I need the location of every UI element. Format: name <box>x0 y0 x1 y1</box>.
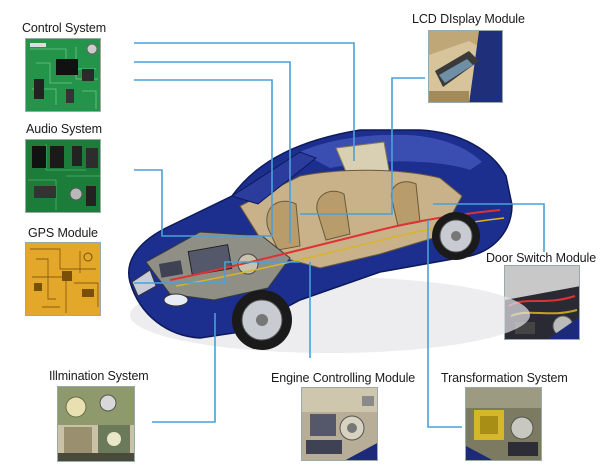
label-gps-module: GPS Module <box>28 226 98 240</box>
illumination-system-image <box>57 386 135 462</box>
connector-gps <box>134 261 300 284</box>
transformation-system-image <box>465 387 542 461</box>
connector-control-to-dash <box>134 61 291 243</box>
label-transformation-system: Transformation System <box>441 371 568 385</box>
label-audio-system: Audio System <box>26 122 102 136</box>
rear-wheel <box>432 212 480 260</box>
connector-lcd <box>300 77 425 215</box>
gps-module-pcb-image <box>25 242 101 316</box>
connector-door-switch <box>433 203 545 252</box>
connector-transformation <box>427 220 462 428</box>
lcd-display-module-image <box>428 30 503 103</box>
label-lcd-display-module: LCD DIsplay Module <box>412 12 525 26</box>
connector-control-to-sunroof <box>134 42 355 161</box>
label-illumination-system: Illmination System <box>49 369 149 383</box>
label-engine-controlling-module: Engine Controlling Module <box>271 371 416 385</box>
audio-system-pcb-image <box>25 139 101 213</box>
connector-illumination <box>152 313 216 423</box>
engine-controlling-module-image <box>301 387 378 461</box>
label-door-switch-module: Door Switch Module <box>486 251 597 265</box>
connector-audio <box>134 169 272 237</box>
connector-control-to-engine <box>134 79 273 237</box>
control-system-pcb-image <box>25 38 101 112</box>
label-control-system: Control System <box>22 21 107 35</box>
front-wheel <box>232 290 292 350</box>
door-switch-module-image <box>504 265 580 340</box>
